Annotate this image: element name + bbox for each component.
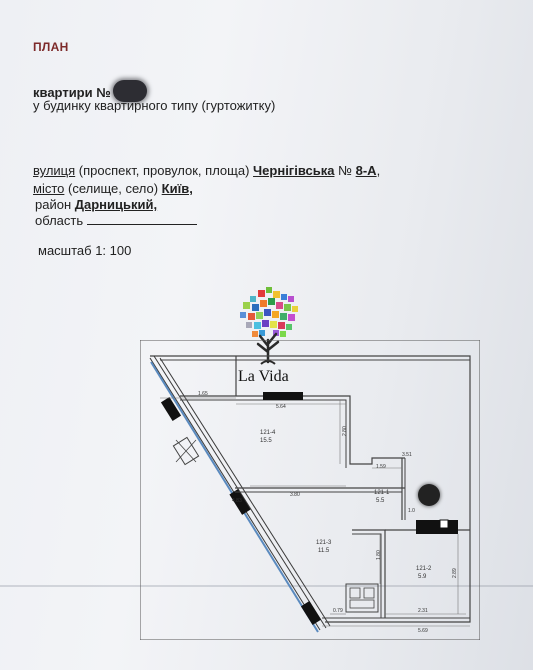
city-value: Київ,: [161, 181, 193, 196]
room-4-area: 15.5: [260, 438, 272, 444]
apartment-line: квартири №: [33, 80, 147, 102]
street-label: вулиця: [33, 163, 76, 178]
dim-top-left: 1.65: [198, 391, 208, 397]
street-label-rest: (проспект, провулок, площа): [75, 163, 254, 178]
scale-line: масштаб 1: 100: [38, 243, 132, 258]
dim-bottom-total: 5.69: [418, 628, 428, 634]
number-suffix: ,: [376, 163, 381, 178]
city-line: місто (селище, село) Київ,: [33, 181, 193, 196]
dim-bottom-mid: 2.31: [418, 608, 428, 614]
region-label: область: [35, 213, 84, 228]
district-line: район Дарницький,: [35, 197, 157, 212]
number-value: 8-А: [355, 163, 377, 178]
room-1-area: 5.5: [376, 498, 385, 504]
dim-right-room4: 2.80: [342, 426, 348, 436]
apartment-label: квартири №: [33, 85, 111, 100]
room-3-id: 121-3: [316, 540, 332, 546]
dim-room2-side: 2.89: [452, 568, 458, 578]
redaction-blot: [112, 80, 147, 102]
redaction-circle: [418, 484, 440, 506]
street-value: Чернігівська: [253, 163, 335, 178]
dim-diagonal: 4.83: [232, 498, 242, 504]
region-line: область: [35, 213, 197, 228]
number-label: №: [334, 163, 356, 178]
region-blank: [86, 214, 197, 225]
dim-bottom-left: 0.79: [333, 608, 343, 614]
dim-room3-side: 1.80: [376, 550, 382, 560]
room-1-id: 121-1: [374, 490, 390, 496]
city-label: місто: [33, 181, 65, 196]
room-2-area: 5.9: [418, 574, 427, 580]
district-value: Дарницький,: [74, 197, 158, 212]
dim-mid-h: 3.80: [290, 492, 300, 498]
paper-fold: [0, 585, 533, 587]
building-type-line: у будинку квартирного типу (гуртожитку): [33, 98, 276, 113]
dim-room1-top: 1.59: [376, 464, 386, 470]
room-4-id: 121-4: [260, 430, 276, 436]
street-line: вулиця (проспект, провулок, площа) Черні…: [33, 163, 380, 178]
district-label: район: [35, 197, 75, 212]
room-2-id: 121-2: [416, 566, 432, 572]
room-3-area: 11.5: [318, 548, 330, 554]
logo-text: La Vida: [238, 368, 289, 385]
dim-room1-right-top: 3.51: [402, 452, 412, 458]
floor-plan: 1.65 5.64 2.80 3.80 1.59 3.51 1.0 1.80 2…: [140, 340, 480, 640]
document-title: ПЛАН: [33, 40, 69, 54]
dim-top-mid: 5.64: [276, 404, 286, 410]
tree-icon: [240, 287, 298, 365]
dim-room1-side: 1.0: [408, 508, 415, 514]
city-label-rest: (селище, село): [64, 181, 162, 196]
